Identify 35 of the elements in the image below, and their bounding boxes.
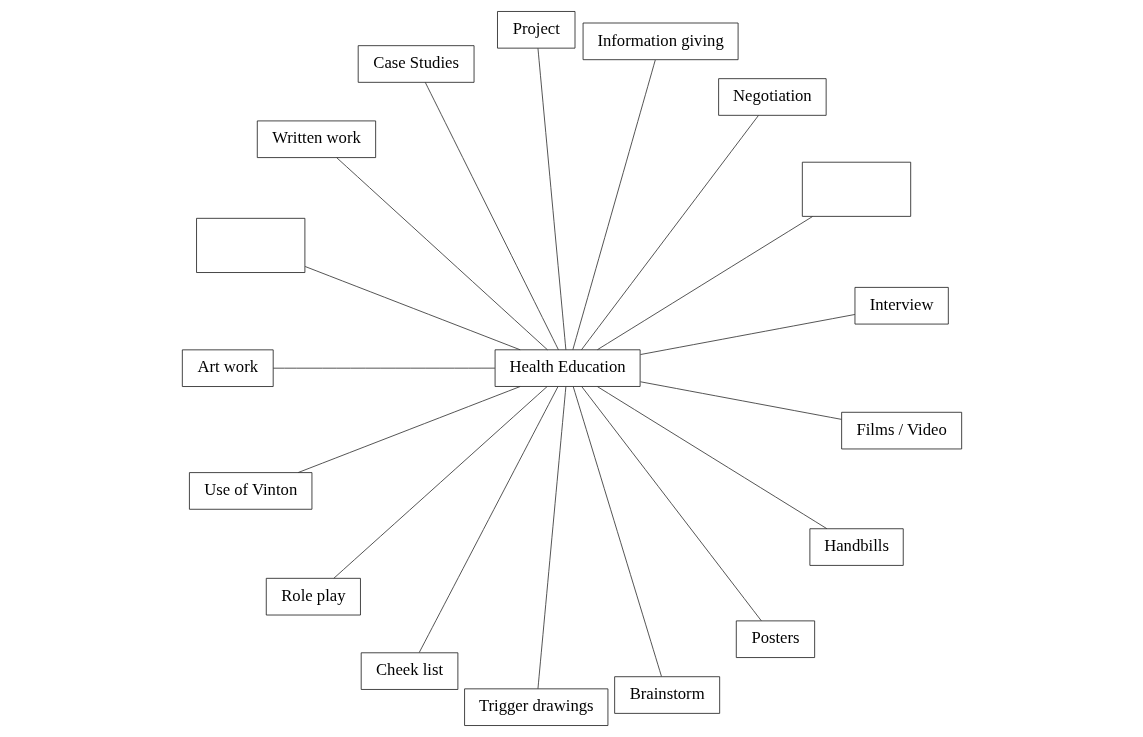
node-box: Handbills xyxy=(808,528,904,566)
node-box: Negotiation xyxy=(717,78,827,116)
connector xyxy=(297,386,521,473)
connector xyxy=(572,386,662,677)
connector xyxy=(639,314,855,355)
node-box: Project xyxy=(496,11,575,49)
node-box: Interview xyxy=(854,287,949,325)
connector xyxy=(639,381,842,420)
connector xyxy=(424,81,559,351)
connector xyxy=(418,386,558,653)
node-box: Brainstorm xyxy=(613,676,720,714)
node-box: Cheek list xyxy=(360,652,458,690)
connector xyxy=(580,115,759,351)
node-box: Case Studies xyxy=(357,45,474,83)
node-box: Art work xyxy=(181,349,274,387)
node-box: Health Education xyxy=(494,349,641,387)
node-box xyxy=(195,217,305,273)
node-box: Use of Vinton xyxy=(188,472,312,510)
connector xyxy=(537,47,566,351)
node-box: Role play xyxy=(265,577,361,616)
connector xyxy=(537,386,566,690)
connector xyxy=(596,386,827,530)
connector xyxy=(335,157,548,351)
node-box: Information giving xyxy=(582,22,739,61)
connector xyxy=(571,59,656,351)
connector xyxy=(332,386,547,579)
node-box: Films / Video xyxy=(840,411,962,450)
node-box: Written work xyxy=(256,120,376,158)
node-box: Trigger drawings xyxy=(463,688,608,726)
connector xyxy=(272,367,495,369)
node-box xyxy=(801,161,911,217)
connector xyxy=(596,216,813,351)
connector xyxy=(580,386,762,622)
connector xyxy=(304,266,521,351)
node-box: Posters xyxy=(735,620,815,658)
